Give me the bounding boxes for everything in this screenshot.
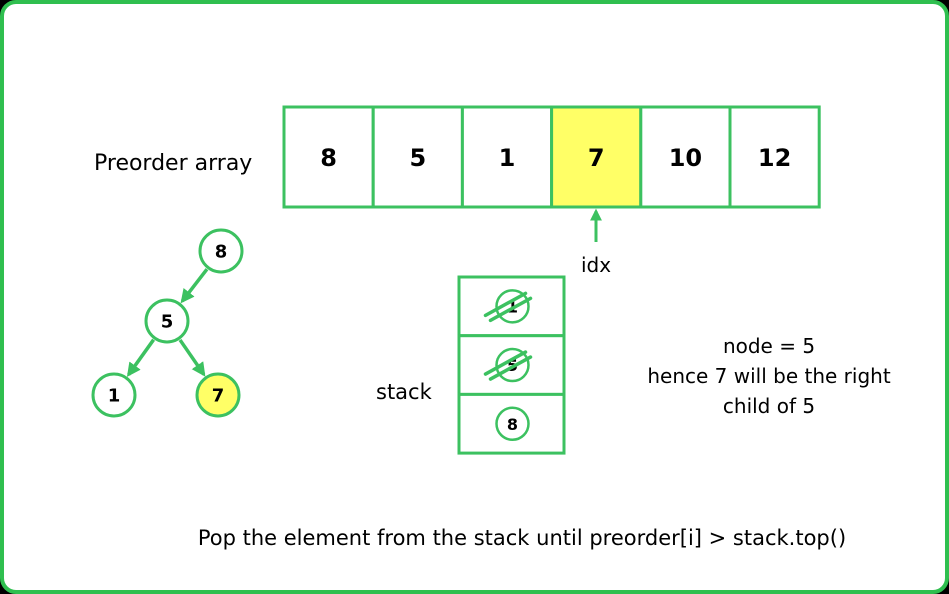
note-line: child of 5	[723, 394, 815, 418]
array-cell: 12	[728, 105, 821, 209]
tree-node-value: 7	[212, 386, 225, 407]
array-cell-box	[282, 105, 375, 209]
preorder-array: 8 5 1 7 10 12	[282, 105, 821, 209]
note-line: hence 7 will be the right	[647, 364, 890, 388]
array-cell-box	[550, 105, 643, 209]
array-cell-box	[460, 105, 554, 209]
array-cell-value: 1	[499, 144, 516, 172]
tree-node-circle	[144, 298, 190, 344]
array-cell: 5	[371, 105, 464, 209]
stack-slot-box	[457, 275, 566, 338]
stack-label: stack	[376, 380, 433, 404]
tree-node: 5	[144, 298, 190, 344]
array-cell: 7	[550, 105, 643, 209]
strike-line	[483, 291, 528, 318]
array-cell-value: 7	[588, 144, 605, 172]
explanation-note: node = 5 hence 7 will be the right child o…	[647, 334, 890, 418]
tree-node: 8	[198, 228, 244, 274]
array-cell-value: 5	[409, 144, 426, 172]
tree-node-value: 1	[108, 386, 121, 407]
binary-tree: 8 5 1 7	[91, 228, 244, 418]
array-cell: 1	[460, 105, 554, 209]
idx-label: idx	[581, 253, 611, 277]
strike-line	[488, 355, 533, 381]
tree-node-circle	[198, 228, 244, 274]
stack-item-value: 8	[507, 415, 518, 434]
tree-node-circle	[195, 372, 241, 418]
stack: 15 8	[457, 275, 566, 455]
strike-line	[488, 296, 533, 323]
array-cell-box	[728, 105, 821, 209]
tree-edges	[126, 268, 209, 377]
note-line: node = 5	[723, 334, 815, 358]
tree-node-circle	[91, 372, 137, 418]
array-cell-value: 8	[320, 144, 337, 172]
array-label: Preorder array	[94, 151, 252, 176]
tree-edge-n5-n1	[126, 338, 156, 377]
tree-edge-n5-n7	[178, 338, 206, 377]
caption: Pop the element from the stack until pre…	[198, 526, 846, 550]
tree-node: 7	[195, 372, 241, 418]
stack-slot: 1	[457, 275, 566, 338]
array-cell-box	[371, 105, 464, 209]
tree-node-value: 5	[161, 312, 174, 333]
tree-edge-n8-n5	[180, 268, 209, 304]
strike-line	[483, 350, 528, 376]
tree-node: 1	[91, 372, 137, 418]
array-cell: 10	[639, 105, 732, 209]
stack-slot: 5	[457, 334, 566, 396]
array-cell: 8	[282, 105, 375, 209]
array-cell-value: 10	[669, 144, 702, 172]
array-cell-value: 12	[758, 144, 791, 172]
stack-item-circle	[495, 406, 530, 441]
tree-node-value: 8	[215, 242, 228, 263]
array-cell-box	[639, 105, 732, 209]
stack-slot: 8	[457, 392, 566, 455]
